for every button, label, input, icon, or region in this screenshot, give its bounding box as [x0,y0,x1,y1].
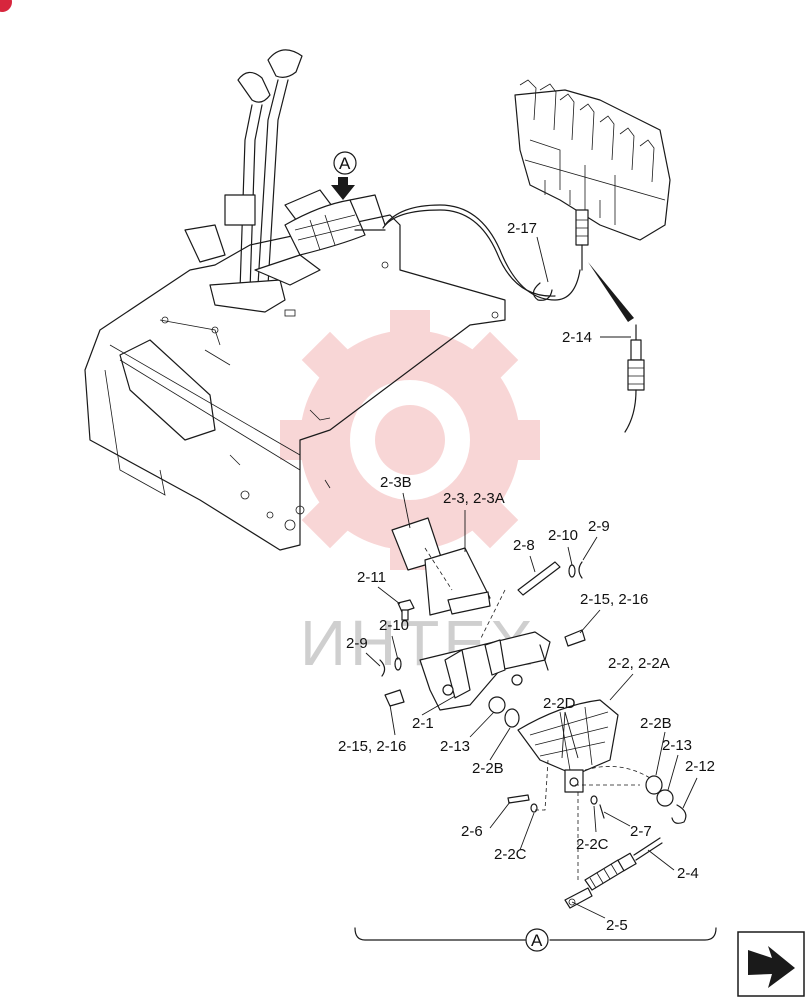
label-2-10a: 2-10 [548,527,578,544]
cable-clip [532,282,553,301]
label-2-5: 2-5 [606,917,628,934]
part-2-9b [379,659,386,677]
part-2-15a [564,629,586,647]
label-2-1: 2-1 [412,715,434,732]
label-2-9b: 2-9 [346,635,368,652]
label-2-4: 2-4 [677,865,699,882]
group-bracket [354,927,717,941]
label-2-17: 2-17 [507,220,537,237]
corner-badge [0,0,12,12]
part-2-7 [599,804,605,819]
part-2-2b [504,708,520,728]
part-2-13 [488,696,506,714]
label-2-12: 2-12 [685,758,715,775]
label-2-6: 2-6 [461,823,483,840]
travel-levers [184,49,321,313]
pedal-assembly-in-cab [284,189,386,256]
label-2-13-right: 2-13 [662,737,692,754]
view-arrow-a [331,151,357,200]
part-2-15b [384,689,405,707]
part-2-4-cable [584,837,663,891]
leader-lines [365,236,698,919]
part-2-11 [397,599,415,613]
label-2-15a: 2-15, 2-16 [580,591,648,608]
label-2-9a: 2-9 [588,518,610,535]
part-2-5 [564,887,593,909]
label-2-11: 2-11 [357,569,386,586]
label-2-2: 2-2, 2-2A [608,655,670,672]
part-labels: 2-17 2-14 2-3B 2-3, 2-3A 2-8 2-10 2-9 2-… [338,220,715,934]
bracket-marker-text: A [531,931,543,950]
label-2-7: 2-7 [630,823,652,840]
label-2-2d: 2-2D [543,695,576,712]
label-2-2b-right: 2-2B [640,715,672,732]
label-2-13: 2-13 [440,738,470,755]
part-2-13-right [656,789,674,807]
cable-end-valve [575,209,589,271]
part-2-2b-right [645,775,663,795]
label-2-8: 2-8 [513,537,535,554]
part-2-2c [530,803,538,813]
label-2-2c: 2-2C [494,846,527,863]
label-2-15b: 2-15, 2-16 [338,738,406,755]
cable-detail-2-14 [624,324,645,433]
part-2-12 [671,804,687,824]
bracket-marker-circle [525,928,549,952]
part-2-8 [517,561,561,596]
label-2-3: 2-3, 2-3A [443,490,505,507]
floor-plate [84,214,506,551]
part-2-10b [394,657,402,671]
next-page-arrow-icon[interactable] [737,931,805,997]
part-2-10a [568,564,576,578]
part-2-9a [578,561,583,579]
label-2-2b: 2-2B [472,760,504,777]
part-2-2 [517,699,619,776]
label-2-3b: 2-3B [380,474,412,491]
control-valve [514,79,671,241]
label-2-14: 2-14 [562,329,592,346]
part-2-6 [507,794,530,804]
exploded-parts [379,517,687,909]
part-2-2c-right [590,795,598,805]
label-2-10b: 2-10 [379,617,409,634]
view-marker-text: A [339,154,351,173]
label-2-2c-right: 2-2C [576,836,609,853]
